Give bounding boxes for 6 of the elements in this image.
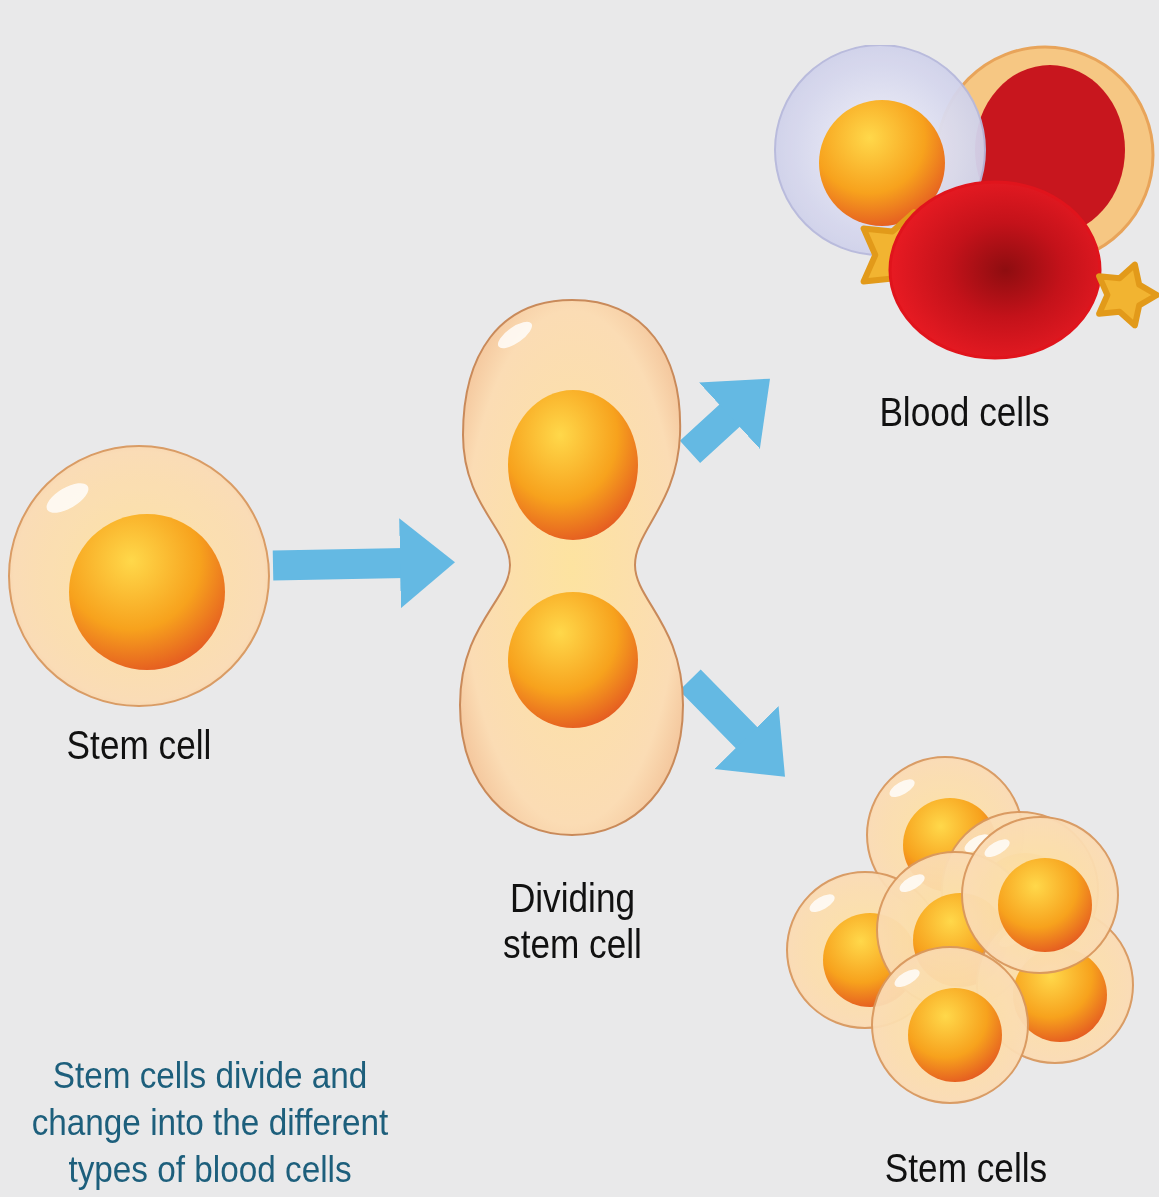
cell-label: Stem cell [65,722,213,768]
cell-label: Stem cells [883,1145,1049,1191]
cell-label: Blood cells [878,389,1051,435]
caption: Stem cells divide and change into the different types of blood cells [30,1054,390,1192]
arrow [272,518,456,609]
cell-label: Dividing stem cell [502,875,643,967]
